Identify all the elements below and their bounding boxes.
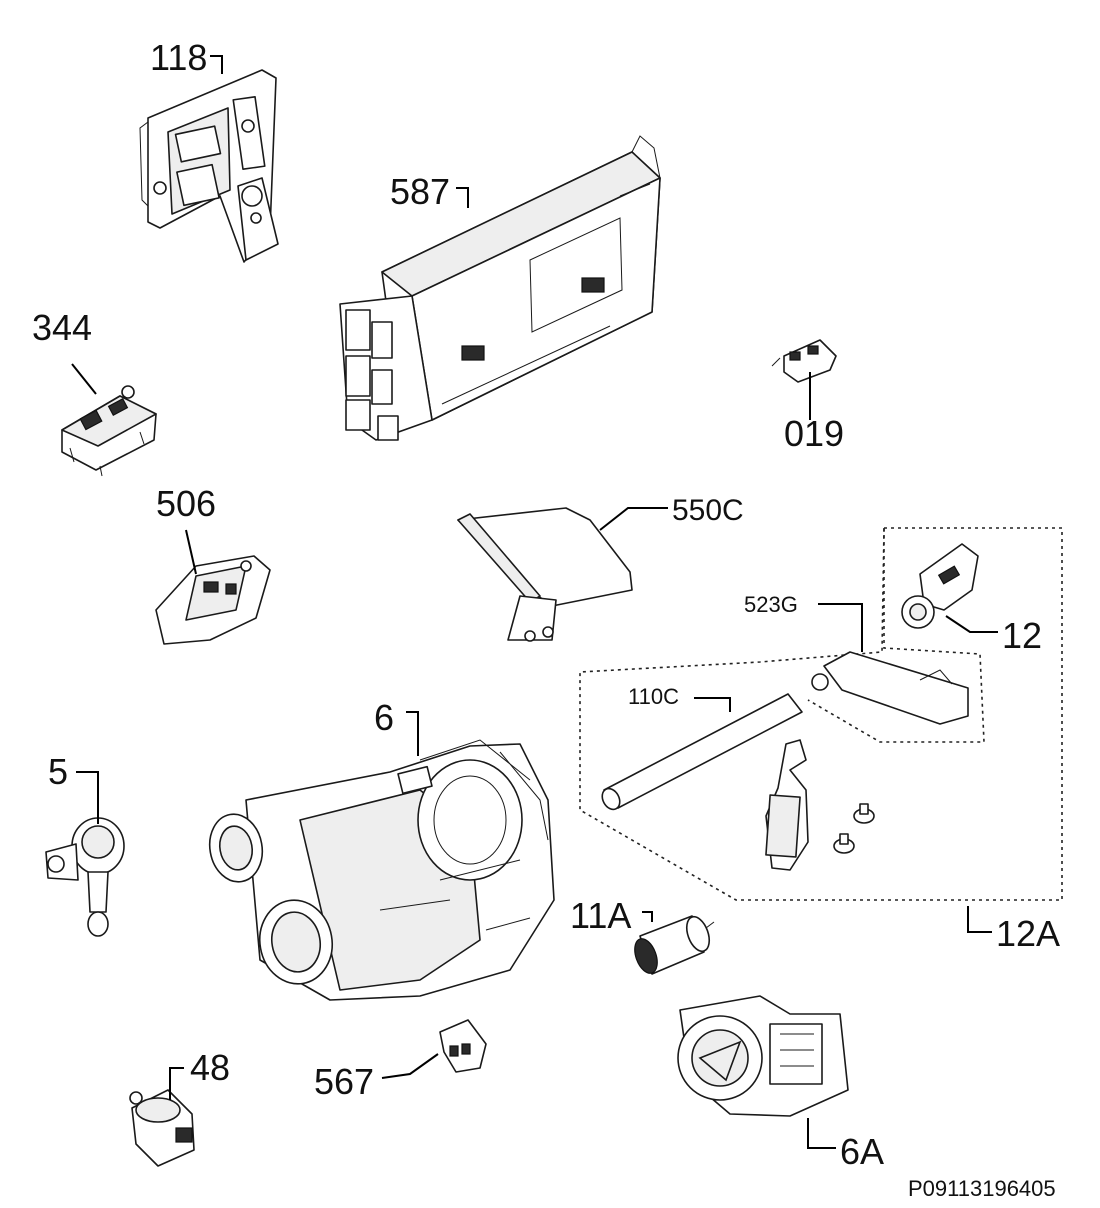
label-550c: 550C: [672, 494, 744, 527]
leader-523g: [818, 603, 863, 652]
label-12: 12: [1002, 615, 1042, 656]
leader-6: [406, 711, 419, 756]
inlet-valve-icon: [45, 817, 125, 937]
switch-icon: [61, 385, 157, 477]
label-344: 344: [32, 307, 92, 348]
leader-6a: [807, 1118, 836, 1149]
label-110c: 110C: [628, 684, 679, 709]
label-6: 6: [374, 697, 394, 738]
leader-587: [456, 187, 469, 208]
label-11a: 11A: [570, 895, 631, 936]
label-506: 506: [156, 483, 216, 524]
label-6a: 6A: [840, 1131, 884, 1172]
leader-550c: [599, 507, 668, 531]
label-48: 48: [190, 1047, 230, 1088]
capacitor-icon: [634, 915, 715, 975]
group-12a-boundary: [579, 527, 1063, 901]
leader-567: [381, 1053, 439, 1079]
leader-11a: [642, 911, 653, 922]
label-118: 118: [150, 37, 207, 78]
leader-344: [71, 363, 97, 395]
switch-icon: [155, 555, 271, 645]
label-567: 567: [314, 1061, 374, 1102]
flap-icon: [457, 507, 633, 642]
leader-110c: [694, 697, 731, 712]
label-587: 587: [390, 171, 450, 212]
screw-icon: [833, 803, 875, 854]
heat-pump-icon: [208, 739, 555, 1001]
control-module-icon: [339, 135, 661, 441]
bracket-icon: [901, 543, 979, 629]
label-12a: 12A: [996, 913, 1060, 954]
detergent-dispenser-icon: [139, 69, 279, 263]
bracket-icon: [811, 651, 969, 725]
leader-5: [76, 771, 99, 824]
tube-icon: [601, 693, 803, 811]
reference-code: P09113196405: [908, 1176, 1056, 1201]
leader-506: [185, 529, 197, 575]
label-523g: 523G: [744, 592, 798, 617]
leader-48: [169, 1067, 184, 1100]
label-5: 5: [48, 751, 68, 792]
connector-icon: [439, 1019, 487, 1073]
leader-12: [945, 615, 998, 633]
connector-icon: [771, 339, 837, 383]
group-12-boundary: [807, 528, 985, 743]
drain-pump-icon: [677, 995, 849, 1117]
leader-118: [210, 55, 223, 74]
label-019: 019: [784, 413, 844, 454]
leader-12a: [967, 906, 992, 933]
bracket-icon: [765, 739, 809, 871]
pressure-sensor-icon: [129, 1089, 195, 1167]
